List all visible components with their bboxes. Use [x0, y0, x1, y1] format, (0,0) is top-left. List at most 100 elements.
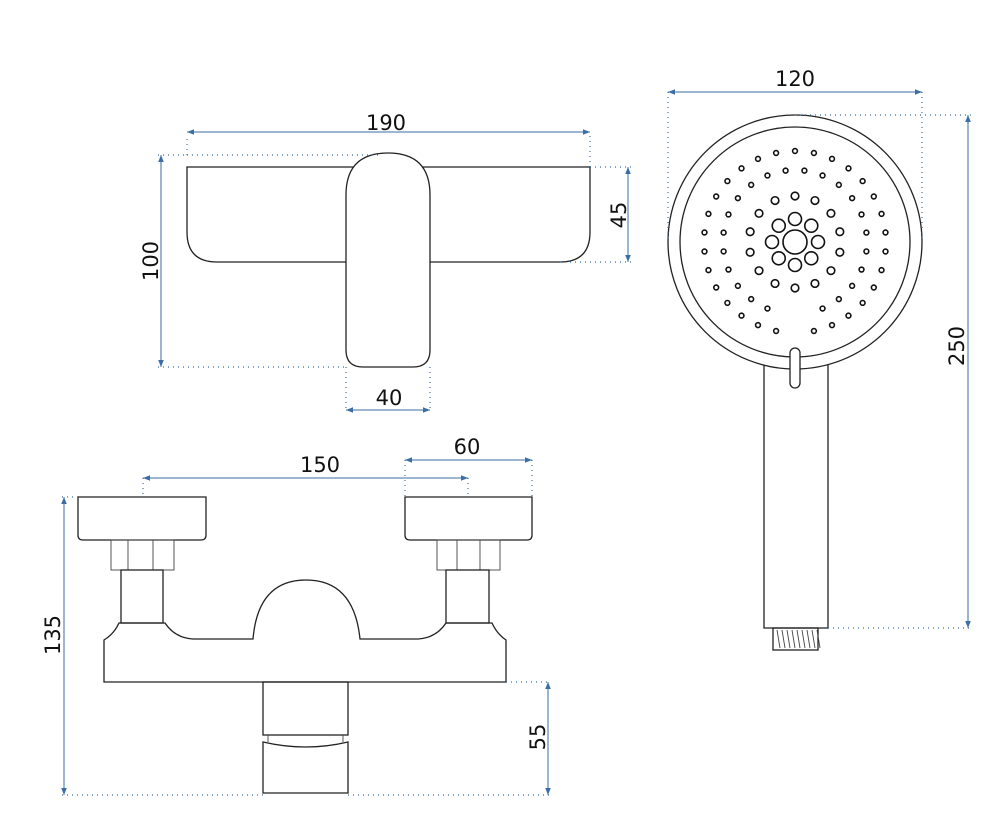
spray-hole — [745, 247, 755, 257]
spray-hole — [878, 210, 885, 218]
spray-hole — [724, 177, 731, 185]
spray-hole — [754, 266, 764, 276]
spray-hole — [819, 172, 826, 179]
spray-hole — [720, 229, 727, 236]
spray-hole — [724, 299, 731, 307]
spray-hole — [828, 155, 836, 163]
spray-hole — [747, 181, 755, 189]
right-nut — [436, 539, 501, 571]
spray-hole — [734, 194, 742, 202]
spray-hole — [870, 193, 878, 200]
spray-hole — [819, 305, 826, 312]
dimension-label-60: 60 — [454, 435, 481, 459]
dimension-label-100: 100 — [139, 241, 163, 281]
spray-hole — [712, 284, 720, 291]
spray-hole — [787, 257, 803, 273]
hand-shower: 120 250 — [667, 67, 971, 651]
spray-hole — [754, 155, 762, 163]
shower-hook — [789, 347, 801, 389]
spray-hole — [858, 266, 865, 273]
left-nut — [110, 539, 175, 571]
spray-hole — [882, 248, 889, 255]
spray-hole — [870, 284, 878, 291]
spray-hole — [720, 248, 727, 255]
spray-hole — [701, 248, 708, 255]
spray-hole — [790, 191, 800, 201]
spray-hole — [772, 149, 780, 157]
spray-hole — [859, 177, 866, 185]
spray-hole — [738, 165, 745, 172]
spray-hole — [848, 194, 856, 202]
spray-hole — [764, 305, 771, 312]
mixer-front-view: 150 60 135 55 — [41, 435, 551, 796]
spray-hole — [810, 195, 820, 206]
spray-hole — [701, 229, 708, 236]
spray-hole — [772, 327, 780, 335]
spray-hole — [754, 208, 764, 218]
spray-hole — [705, 210, 712, 218]
spray-hole — [801, 167, 808, 174]
spray-hole — [835, 247, 845, 257]
shower-handle — [763, 360, 829, 629]
spray-hole — [826, 208, 836, 218]
dimension-label-250: 250 — [945, 326, 969, 366]
spray-hole — [790, 283, 800, 293]
spray-hole — [859, 299, 866, 307]
spray-hole — [764, 172, 771, 179]
spray-hole — [712, 193, 720, 200]
spout-upper — [262, 681, 349, 736]
left-stem — [120, 569, 164, 624]
dimension-label-55: 55 — [526, 724, 550, 751]
dimension-label-190: 190 — [366, 111, 406, 135]
spray-hole — [782, 229, 808, 255]
spray-hole — [882, 229, 889, 236]
spray-hole — [835, 295, 843, 303]
spray-hole — [828, 321, 836, 329]
shower-thread — [772, 627, 819, 651]
spray-hole — [770, 195, 780, 206]
right-stem — [445, 569, 490, 624]
spray-hole — [745, 227, 755, 237]
spray-hole — [771, 250, 787, 266]
spray-hole — [845, 165, 852, 172]
dimension-label-135: 135 — [41, 615, 65, 655]
spray-holes — [701, 147, 889, 335]
spout-lower — [262, 741, 349, 794]
spray-hole — [810, 327, 818, 335]
dimension-label-45: 45 — [607, 202, 631, 229]
spray-hole — [747, 295, 755, 303]
spray-hole — [787, 211, 803, 227]
spray-hole — [782, 167, 789, 174]
spray-hole — [863, 229, 870, 236]
dimension-label-40: 40 — [376, 386, 403, 410]
spray-hole — [863, 248, 870, 255]
dimension-label-150: 150 — [300, 453, 340, 477]
right-knob — [404, 496, 533, 541]
spray-hole — [725, 211, 732, 218]
spray-hole — [734, 282, 742, 290]
left-knob — [77, 496, 207, 541]
spray-hole — [725, 266, 732, 273]
spray-hole — [764, 234, 780, 250]
spray-hole — [810, 234, 826, 250]
spray-hole — [771, 218, 787, 234]
mixer-top-view: 190 100 45 40 — [139, 111, 631, 413]
spray-hole — [835, 227, 845, 237]
spray-hole — [738, 312, 745, 319]
spray-hole — [810, 149, 818, 157]
spray-hole — [803, 250, 819, 266]
spray-hole — [810, 278, 820, 289]
spray-hole — [878, 266, 885, 274]
lever-outline — [345, 152, 431, 368]
spray-hole — [845, 312, 852, 319]
spray-hole — [803, 218, 819, 234]
spray-hole — [858, 211, 865, 218]
spray-hole — [835, 181, 843, 189]
dimension-label-120: 120 — [775, 67, 815, 91]
spray-hole — [848, 282, 856, 290]
thread-lines — [776, 629, 821, 649]
spray-hole — [754, 321, 762, 329]
spray-hole — [791, 147, 799, 155]
spray-hole — [770, 278, 780, 289]
